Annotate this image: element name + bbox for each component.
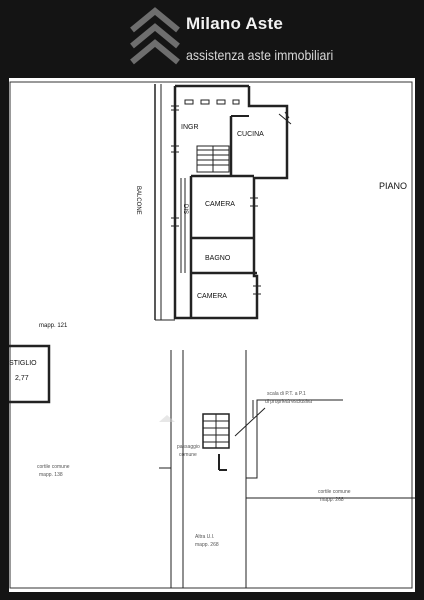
label-cortile-sx-2: mapp. 138 <box>39 472 63 478</box>
room-label-bagno: BAGNO <box>205 255 231 262</box>
label-cortile-sx-1: cortile comune <box>37 464 70 470</box>
room-label-camera-1: CAMERA <box>205 201 235 208</box>
label-ripostiglio-area: 2,77 <box>15 375 29 382</box>
label-altra-ui-2: mapp. 268 <box>195 542 219 548</box>
room-label-cucina: CUCINA <box>237 131 264 138</box>
label-mapp-121: mapp. 121 <box>39 323 68 329</box>
brand-subtitle: assistenza aste immobiliari <box>186 47 334 63</box>
header-banner: Milano Aste assistenza aste immobiliari <box>0 0 424 78</box>
label-cortile-dx-1: cortile comune <box>318 489 351 495</box>
room-label-balcone: BALCONE <box>135 186 141 215</box>
floor-plan-drawing <box>9 81 415 589</box>
room-label-camera-2: CAMERA <box>197 293 227 300</box>
label-passaggio-2: comune <box>179 452 197 458</box>
brand-title: Milano Aste <box>186 14 283 33</box>
logo-roofs-icon <box>130 7 180 65</box>
room-label-dis: DIS <box>182 204 188 215</box>
label-altra-ui-1: Altra U.I. <box>195 534 215 540</box>
label-passaggio-1: passaggio <box>177 444 200 450</box>
floor-plan-sheet: INGR CUCINA CAMERA BAGNO CAMERA BALCONE … <box>9 78 415 592</box>
label-cortile-dx-2: mapp. 268 <box>320 497 344 503</box>
label-ripostiglio: STIGLIO <box>9 360 37 367</box>
label-piano: PIANO <box>379 181 408 191</box>
label-scala-1: scala di P.T. a P.1 <box>267 391 306 397</box>
room-label-ingr: INGR <box>181 124 199 131</box>
label-scala-2: di proprietà esclusiva <box>265 399 312 405</box>
